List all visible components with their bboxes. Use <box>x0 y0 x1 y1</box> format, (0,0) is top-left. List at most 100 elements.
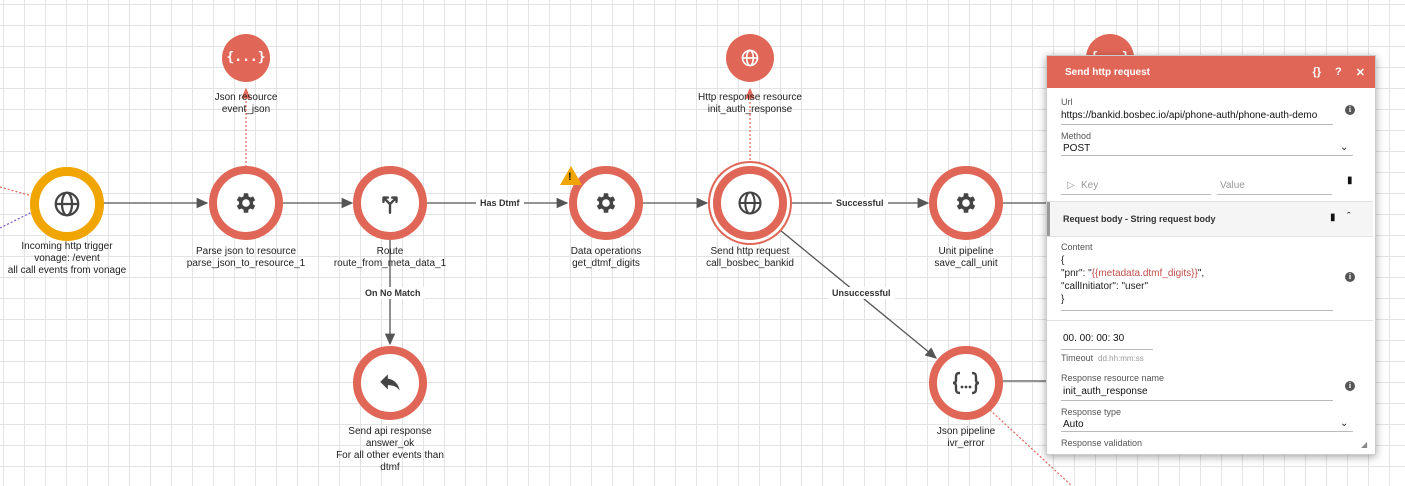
braces-icon: {...} <box>222 34 270 82</box>
node-circle[interactable] <box>929 166 1003 240</box>
send-http-request-node[interactable]: Send http request call_bosbec_bankid <box>670 166 830 270</box>
node-subtitle: vonage: /event <box>34 253 100 264</box>
json-pipeline-node[interactable]: Json pipeline ivr_error <box>886 346 1046 450</box>
node-description: all call events from vonage <box>7 265 127 276</box>
node-circle[interactable] <box>353 346 427 420</box>
node-title: Incoming http trigger <box>21 241 113 252</box>
http-response-resource-node[interactable]: Http response resource init_auth_respons… <box>670 34 830 116</box>
timeout-hint: dd.hh:mm:ss <box>1098 354 1144 363</box>
panel-title: Send http request <box>1065 66 1151 78</box>
key-input[interactable]: Key <box>1081 180 1099 191</box>
request-body-section[interactable]: Request body - String request body ▮ ˆ <box>1047 201 1373 237</box>
resp-name-input[interactable]: init_auth_response <box>1063 386 1148 397</box>
node-title: Send api response <box>348 426 432 437</box>
reply-icon <box>368 361 412 405</box>
gear-icon <box>224 181 268 225</box>
node-description-2: dtmf <box>380 462 400 473</box>
send-http-request-panel[interactable]: Send http request {} ? ✕ Url https://ban… <box>1046 55 1376 455</box>
method-label: Method <box>1061 131 1092 141</box>
timeout-underline <box>1061 349 1153 350</box>
node-title: Unit pipeline <box>938 246 994 257</box>
trash-icon[interactable]: ▮ <box>1330 212 1336 223</box>
panel-header: Send http request {} ? ✕ <box>1047 56 1375 88</box>
json-resource-title: Json resource <box>214 92 278 103</box>
resp-name-underline <box>1061 400 1333 401</box>
incoming-edge-red <box>0 186 33 197</box>
node-circle[interactable] <box>929 346 1003 420</box>
unit-pipeline-node[interactable]: Unit pipeline save_call_unit <box>886 166 1046 270</box>
braces-button[interactable]: {} <box>1312 66 1322 78</box>
edge-label-successful[interactable]: Successful <box>832 197 888 209</box>
node-title: Data operations <box>570 246 642 257</box>
node-circle[interactable] <box>353 166 427 240</box>
value-underline <box>1217 194 1332 195</box>
tag-icon: ▷ <box>1067 180 1075 191</box>
info-icon[interactable]: i <box>1345 105 1355 115</box>
edge-jsonpipe-dotted <box>989 409 1073 486</box>
method-underline <box>1061 155 1353 156</box>
trash-icon[interactable]: ▮ <box>1347 175 1353 186</box>
timeout-label: Timeout <box>1061 353 1094 363</box>
content-text: ", <box>1197 268 1205 279</box>
edge-label-unsuccessful[interactable]: Unsuccessful <box>828 287 895 299</box>
content-line-3[interactable]: "callInitiator": "user" <box>1061 281 1149 292</box>
node-name: save_call_unit <box>934 258 998 269</box>
split-arrow-icon <box>368 181 412 225</box>
node-name: call_bosbec_bankid <box>706 258 794 269</box>
send-api-response-node[interactable]: Send api response answer_ok For all othe… <box>310 346 470 474</box>
info-icon[interactable]: i <box>1345 381 1355 391</box>
edge-label-no-match[interactable]: On No Match <box>361 287 425 299</box>
node-title: Parse json to resource <box>195 246 297 257</box>
warning-icon[interactable]: ! <box>560 166 582 185</box>
help-button[interactable]: ? <box>1335 66 1342 78</box>
divider <box>1047 320 1373 321</box>
content-underline <box>1061 310 1333 311</box>
resp-type-select[interactable]: Auto <box>1063 419 1084 430</box>
trigger-circle[interactable] <box>30 167 104 241</box>
chevron-down-icon[interactable]: ⌄ <box>1340 418 1349 429</box>
data-operations-node[interactable]: Data operations get_dtmf_digits <box>526 166 686 270</box>
chevron-down-icon[interactable]: ⌄ <box>1340 142 1349 153</box>
edge-label-has-dtmf[interactable]: Has Dtmf <box>476 197 524 209</box>
timeout-input[interactable]: 00. 00: 00: 30 <box>1063 333 1125 344</box>
globe-icon <box>726 34 774 82</box>
resp-type-underline <box>1061 431 1353 432</box>
node-name: parse_json_to_resource_1 <box>186 258 306 269</box>
http-resource-name: init_auth_response <box>707 104 793 115</box>
incoming-edge-purple <box>0 211 33 229</box>
node-description: For all other events than <box>336 450 444 461</box>
node-name: route_from_meta_data_1 <box>333 258 447 269</box>
content-line-4[interactable]: } <box>1061 294 1065 305</box>
url-input[interactable]: https://bankid.bosbec.io/api/phone-auth/… <box>1061 110 1318 121</box>
resize-handle-icon[interactable]: ◢ <box>1361 440 1368 449</box>
parse-json-node[interactable]: Parse json to resource parse_json_to_res… <box>166 166 326 270</box>
braces-icon <box>944 361 988 405</box>
route-node[interactable]: Route route_from_meta_data_1 <box>310 166 470 270</box>
gear-icon <box>584 181 628 225</box>
close-button[interactable]: ✕ <box>1355 66 1365 79</box>
resp-name-label: Response resource name <box>1061 373 1165 383</box>
node-name: answer_ok <box>365 438 415 449</box>
url-underline <box>1061 124 1333 125</box>
node-title: Json pipeline <box>936 426 996 437</box>
incoming-http-trigger-node[interactable]: Incoming http trigger vonage: /event all… <box>0 167 147 277</box>
value-input[interactable]: Value <box>1220 180 1245 191</box>
url-label: Url <box>1061 97 1073 107</box>
node-circle[interactable] <box>713 166 787 240</box>
content-line-1[interactable]: { <box>1061 255 1065 266</box>
json-resource-node[interactable]: {...} Json resource event_json <box>166 34 326 116</box>
node-title: Route <box>376 246 404 257</box>
chevron-up-icon[interactable]: ˆ <box>1347 211 1351 223</box>
gear-icon <box>944 181 988 225</box>
node-title: Send http request <box>710 246 790 257</box>
key-underline <box>1061 194 1211 195</box>
method-select[interactable]: POST <box>1063 143 1091 154</box>
json-resource-name: event_json <box>221 104 271 115</box>
info-icon[interactable]: i <box>1345 272 1355 282</box>
node-circle[interactable] <box>209 166 283 240</box>
globe-icon <box>728 181 772 225</box>
content-line-2[interactable]: "pnr": "{{metadata.dtmf_digits}}", <box>1061 267 1204 280</box>
node-name: get_dtmf_digits <box>572 258 640 269</box>
node-name: ivr_error <box>947 438 985 449</box>
